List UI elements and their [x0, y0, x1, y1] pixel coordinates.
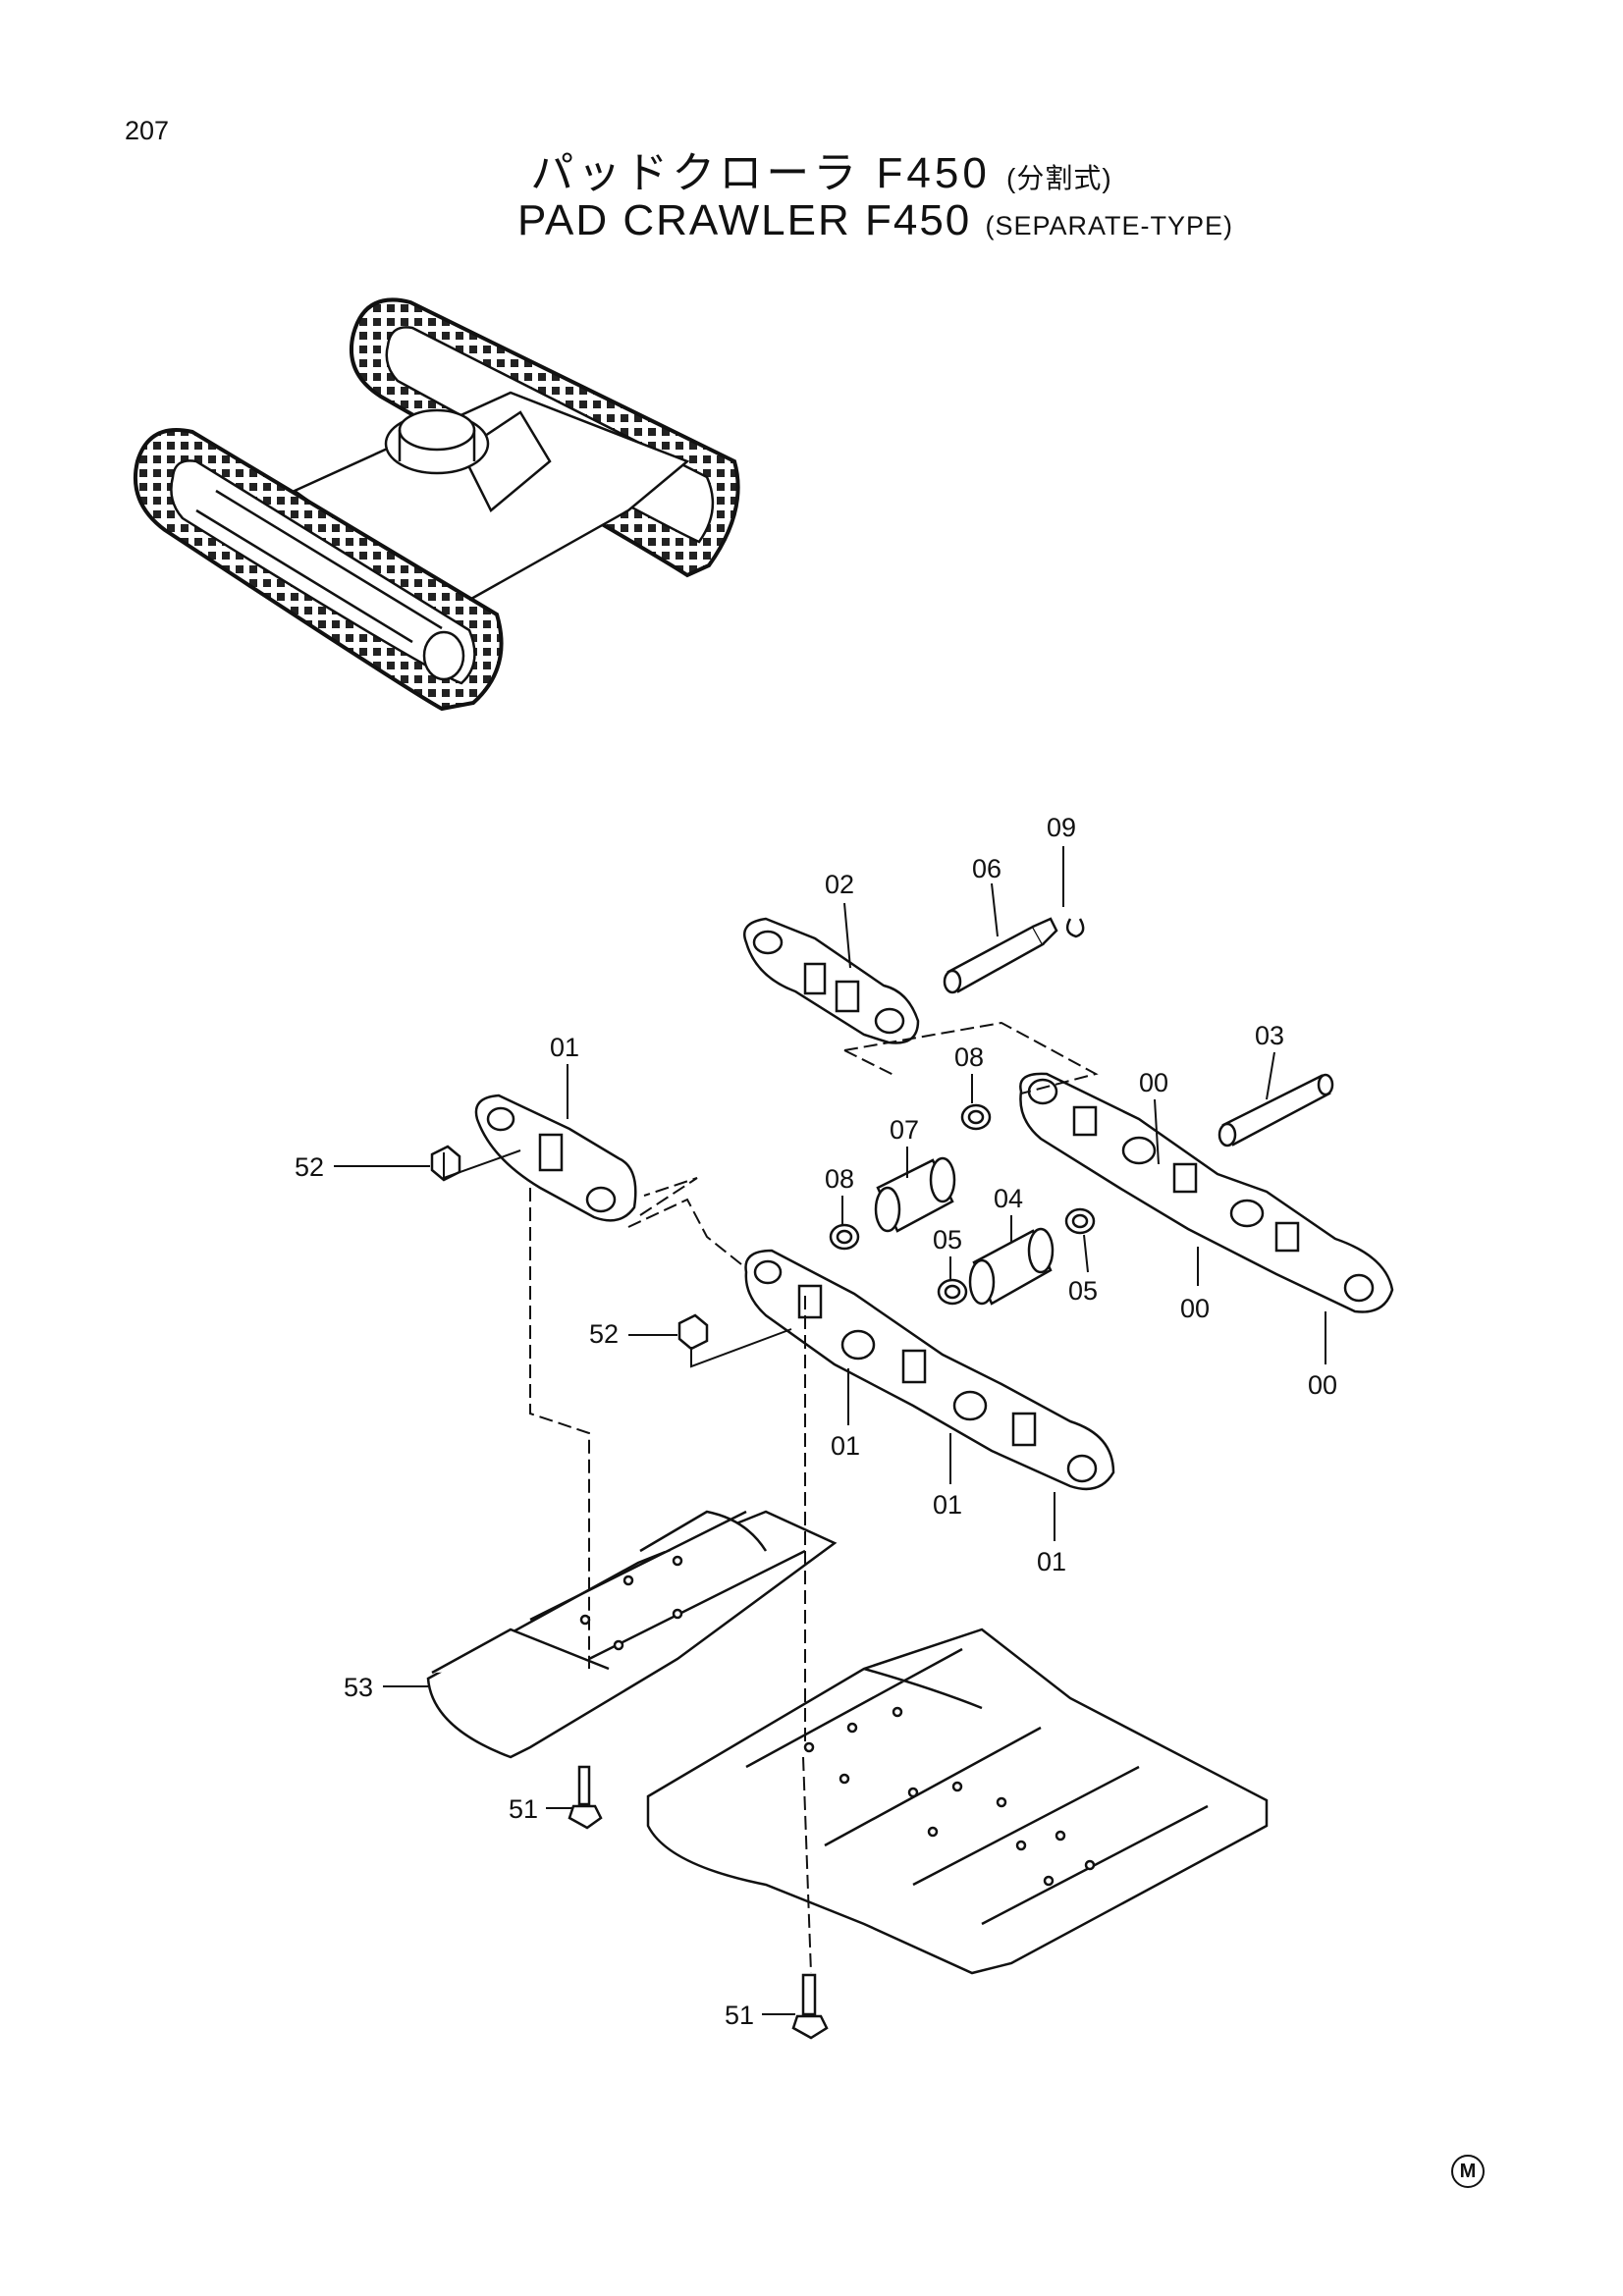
callout-03: 03: [1255, 1021, 1284, 1050]
callout-04: 04: [994, 1184, 1023, 1213]
link-part-01-single: [474, 1094, 637, 1222]
title-english: PAD CRAWLER F450 (SEPARATE-TYPE): [0, 196, 1623, 245]
bolt-part-51-top: [568, 1765, 603, 1830]
callout-00-mid: 00: [1180, 1294, 1210, 1323]
callout-52-top: 52: [295, 1152, 324, 1182]
assembly-lines: [443, 1021, 1099, 1974]
link-row-part-00: [1019, 1072, 1394, 1313]
callout-51-top: 51: [509, 1794, 538, 1824]
seal-part-05-left: [937, 1278, 968, 1306]
shoe-part-53-single: [426, 1510, 838, 1759]
nut-part-52-top: [430, 1145, 461, 1182]
callout-01-a: 01: [831, 1431, 860, 1461]
callout-00-bot: 00: [1308, 1370, 1337, 1400]
link-part-02: [743, 917, 920, 1044]
shoe-part-53-assembly: [646, 1628, 1269, 1975]
nut-part-52-mid: [677, 1313, 709, 1351]
callout-05-left: 05: [933, 1225, 962, 1255]
callout-52-mid: 52: [589, 1319, 619, 1349]
callout-51-bot: 51: [725, 2001, 754, 2030]
snap-ring-part-09: [1065, 918, 1085, 938]
seal-part-08-left: [829, 1223, 860, 1251]
callout-06: 06: [972, 854, 1001, 883]
title-japanese-sub: (分割式): [1006, 163, 1112, 193]
callout-07: 07: [890, 1115, 919, 1145]
bushing-part-04: [968, 1227, 1055, 1306]
callout-01-c: 01: [1037, 1547, 1066, 1576]
title-english-main: PAD CRAWLER F450: [516, 196, 972, 244]
seal-part-05-right: [1064, 1207, 1096, 1235]
callout-01-top: 01: [550, 1033, 579, 1062]
callout-01-b: 01: [933, 1490, 962, 1520]
title-japanese: パッドクローラ F450 (分割式): [0, 137, 1623, 200]
pin-part-03: [1217, 1073, 1334, 1148]
page-number: 207: [125, 116, 170, 145]
callout-08-left: 08: [825, 1164, 854, 1194]
bushing-part-07: [874, 1156, 956, 1233]
undercarriage-overview: [133, 297, 740, 712]
seal-part-08-mid: [960, 1103, 992, 1131]
callout-53: 53: [344, 1673, 373, 1702]
callout-08-mid: 08: [954, 1042, 984, 1072]
callout-09: 09: [1047, 813, 1076, 842]
leader-lines: [334, 846, 1326, 2015]
bolt-part-51-bot: [791, 1973, 829, 2040]
pin-part-06: [943, 917, 1058, 994]
title-japanese-main: パッドクローラ F450: [530, 149, 991, 197]
link-row-part-01: [744, 1249, 1115, 1491]
callout-02: 02: [825, 870, 854, 899]
callout-00-top: 00: [1139, 1068, 1168, 1097]
manufacturer-mark-icon: M: [1451, 2155, 1485, 2188]
callout-05-right: 05: [1068, 1276, 1098, 1306]
title-english-sub: (SEPARATE-TYPE): [985, 211, 1234, 240]
